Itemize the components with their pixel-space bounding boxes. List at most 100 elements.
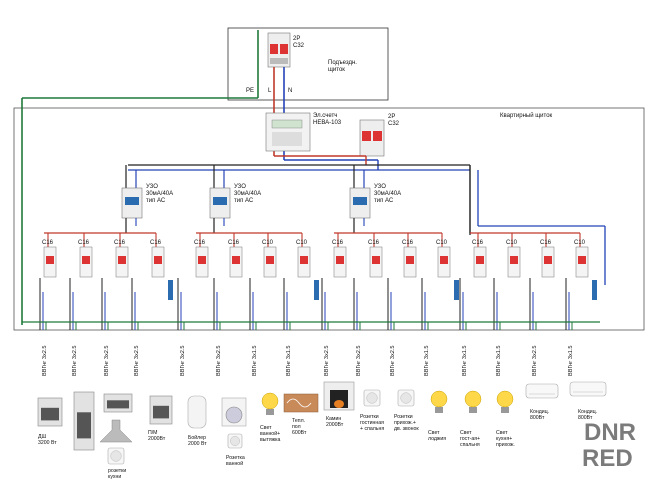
wire-label-pe: PE bbox=[246, 88, 254, 94]
watermark-line2: RED bbox=[582, 445, 633, 472]
breaker-rating-2: C16 bbox=[78, 240, 90, 246]
main-breaker bbox=[359, 119, 385, 157]
breaker-1 bbox=[43, 233, 57, 278]
load-label-19: Кондиц.800Вт bbox=[578, 409, 597, 421]
cable-label-3: ВВГнг 3х2.5 bbox=[104, 345, 110, 376]
cable-label-16: ВВГнг 3х1.5 bbox=[568, 345, 574, 376]
breaker-13 bbox=[473, 233, 487, 278]
breaker-rating-14: C10 bbox=[506, 240, 518, 246]
apartment-panel-frame bbox=[13, 107, 645, 331]
breaker-rating-6: C16 bbox=[228, 240, 240, 246]
bulb-icon bbox=[496, 390, 514, 413]
main-breaker-poles: 2P bbox=[388, 114, 395, 120]
socket-icon bbox=[227, 433, 243, 449]
apartment-panel-title: Квартирный щиток bbox=[500, 112, 553, 119]
entrance-breaker-poles: 2P bbox=[293, 36, 300, 42]
entrance-breaker-rating: C32 bbox=[293, 43, 305, 49]
socket-icon bbox=[363, 389, 381, 407]
breaker-rating-11: C16 bbox=[402, 240, 414, 246]
breaker-14 bbox=[507, 233, 521, 278]
breaker-rating-3: C16 bbox=[114, 240, 126, 246]
breaker-15 bbox=[541, 233, 555, 278]
breaker-5 bbox=[195, 233, 209, 278]
breaker-rating-4: C16 bbox=[150, 240, 162, 246]
bulb-icon bbox=[430, 390, 448, 413]
main-breaker-rating: C32 bbox=[388, 121, 400, 127]
breaker-rating-1: C16 bbox=[42, 240, 54, 246]
cable-label-14: ВВГнг 3х1.5 bbox=[496, 345, 502, 376]
watermark-line1: DNR bbox=[584, 419, 636, 446]
breaker-10 bbox=[369, 233, 383, 278]
washing-machine-icon bbox=[221, 397, 247, 427]
fireplace-icon bbox=[323, 381, 355, 411]
cable-label-11: ВВГнг 3х2.5 bbox=[390, 345, 396, 376]
bulb-icon bbox=[261, 392, 279, 415]
breaker-rating-9: C16 bbox=[332, 240, 344, 246]
dishwasher-icon bbox=[149, 395, 173, 425]
breaker-9 bbox=[333, 233, 347, 278]
cable-label-6: ВВГнг 3х2.5 bbox=[216, 345, 222, 376]
socket-icon bbox=[397, 389, 415, 407]
neutral-bus-3 bbox=[454, 280, 459, 300]
breaker-rating-16: C10 bbox=[574, 240, 586, 246]
cable-label-5: ВВГнг 3х2.5 bbox=[180, 345, 186, 376]
breaker-3 bbox=[115, 233, 129, 278]
cable-label-7: ВВГнг 3х1.5 bbox=[252, 345, 258, 376]
rcd-3 bbox=[349, 165, 371, 219]
breaker-rating-12: C10 bbox=[436, 240, 448, 246]
cable-label-4: ВВГнг 3х2.5 bbox=[134, 345, 140, 376]
breaker-rating-8: C10 bbox=[296, 240, 308, 246]
range-hood-icon bbox=[99, 419, 133, 443]
breaker-4 bbox=[151, 233, 165, 278]
breaker-rating-5: C16 bbox=[194, 240, 206, 246]
cable-label-15: ВВГнг 3х2.5 bbox=[532, 345, 538, 376]
breaker-rating-7: C10 bbox=[262, 240, 274, 246]
cable-label-8: ВВГнг 3х1.5 bbox=[286, 345, 292, 376]
breaker-11 bbox=[403, 233, 417, 278]
cable-label-10: ВВГнг 3х2.5 bbox=[356, 345, 362, 376]
rcd-1 bbox=[121, 165, 143, 219]
rcd-2 bbox=[209, 165, 231, 219]
cable-label-2: ВВГнг 3х2.5 bbox=[72, 345, 78, 376]
breaker-rating-10: C16 bbox=[368, 240, 380, 246]
breaker-6 bbox=[229, 233, 243, 278]
boiler-icon bbox=[187, 395, 207, 429]
entrance-panel-frame bbox=[227, 27, 389, 101]
socket-icon bbox=[107, 447, 125, 465]
bulb-icon bbox=[464, 390, 482, 413]
cable-label-1: ВВГнг 3х2.5 bbox=[42, 345, 48, 376]
wire-label-l: L bbox=[268, 88, 272, 94]
air-conditioner-icon bbox=[525, 383, 559, 399]
breaker-8 bbox=[297, 233, 311, 278]
breaker-7 bbox=[263, 233, 277, 278]
cable-label-9: ВВГнг 3х2.5 bbox=[324, 345, 330, 376]
breaker-16 bbox=[575, 233, 589, 278]
entrance-breaker bbox=[267, 32, 291, 68]
wire-label-n: N bbox=[288, 88, 292, 94]
entrance-panel-title-lines: Подъездн.щиток bbox=[328, 60, 357, 73]
breaker-12 bbox=[437, 233, 451, 278]
breaker-rating-13: C16 bbox=[472, 240, 484, 246]
neutral-bus-4 bbox=[592, 280, 597, 300]
breaker-rating-15: C16 bbox=[540, 240, 552, 246]
fridge-icon bbox=[73, 391, 95, 451]
cable-label-13: ВВГнг 3х1.5 bbox=[462, 345, 468, 376]
microwave-icon bbox=[103, 393, 133, 413]
